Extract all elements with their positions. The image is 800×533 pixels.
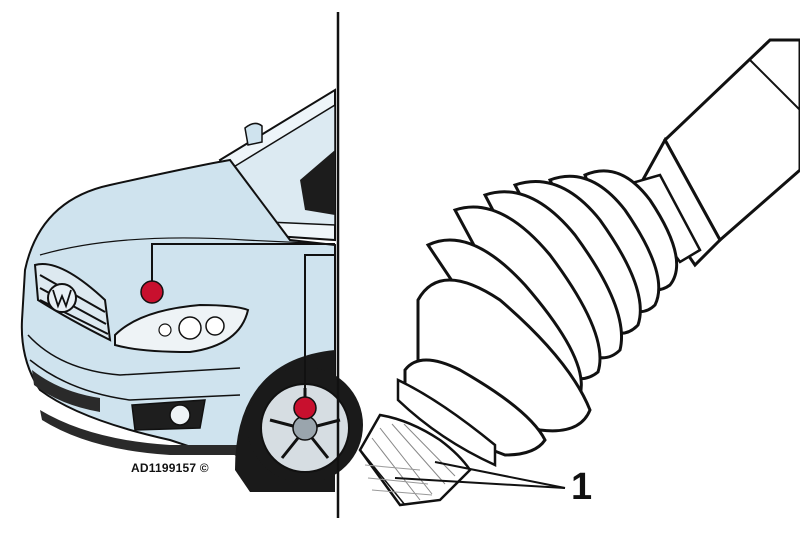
hood-marker bbox=[140, 280, 164, 304]
splined-shaft bbox=[358, 413, 472, 507]
driveshaft-illustration bbox=[358, 38, 800, 507]
cv-boot bbox=[416, 169, 679, 433]
wheel-marker bbox=[293, 396, 317, 420]
vw-logo-icon bbox=[47, 283, 77, 313]
reference-code: AD1199157 © bbox=[131, 461, 209, 475]
car-illustration bbox=[20, 88, 363, 492]
callout-number: 1 bbox=[571, 466, 593, 508]
